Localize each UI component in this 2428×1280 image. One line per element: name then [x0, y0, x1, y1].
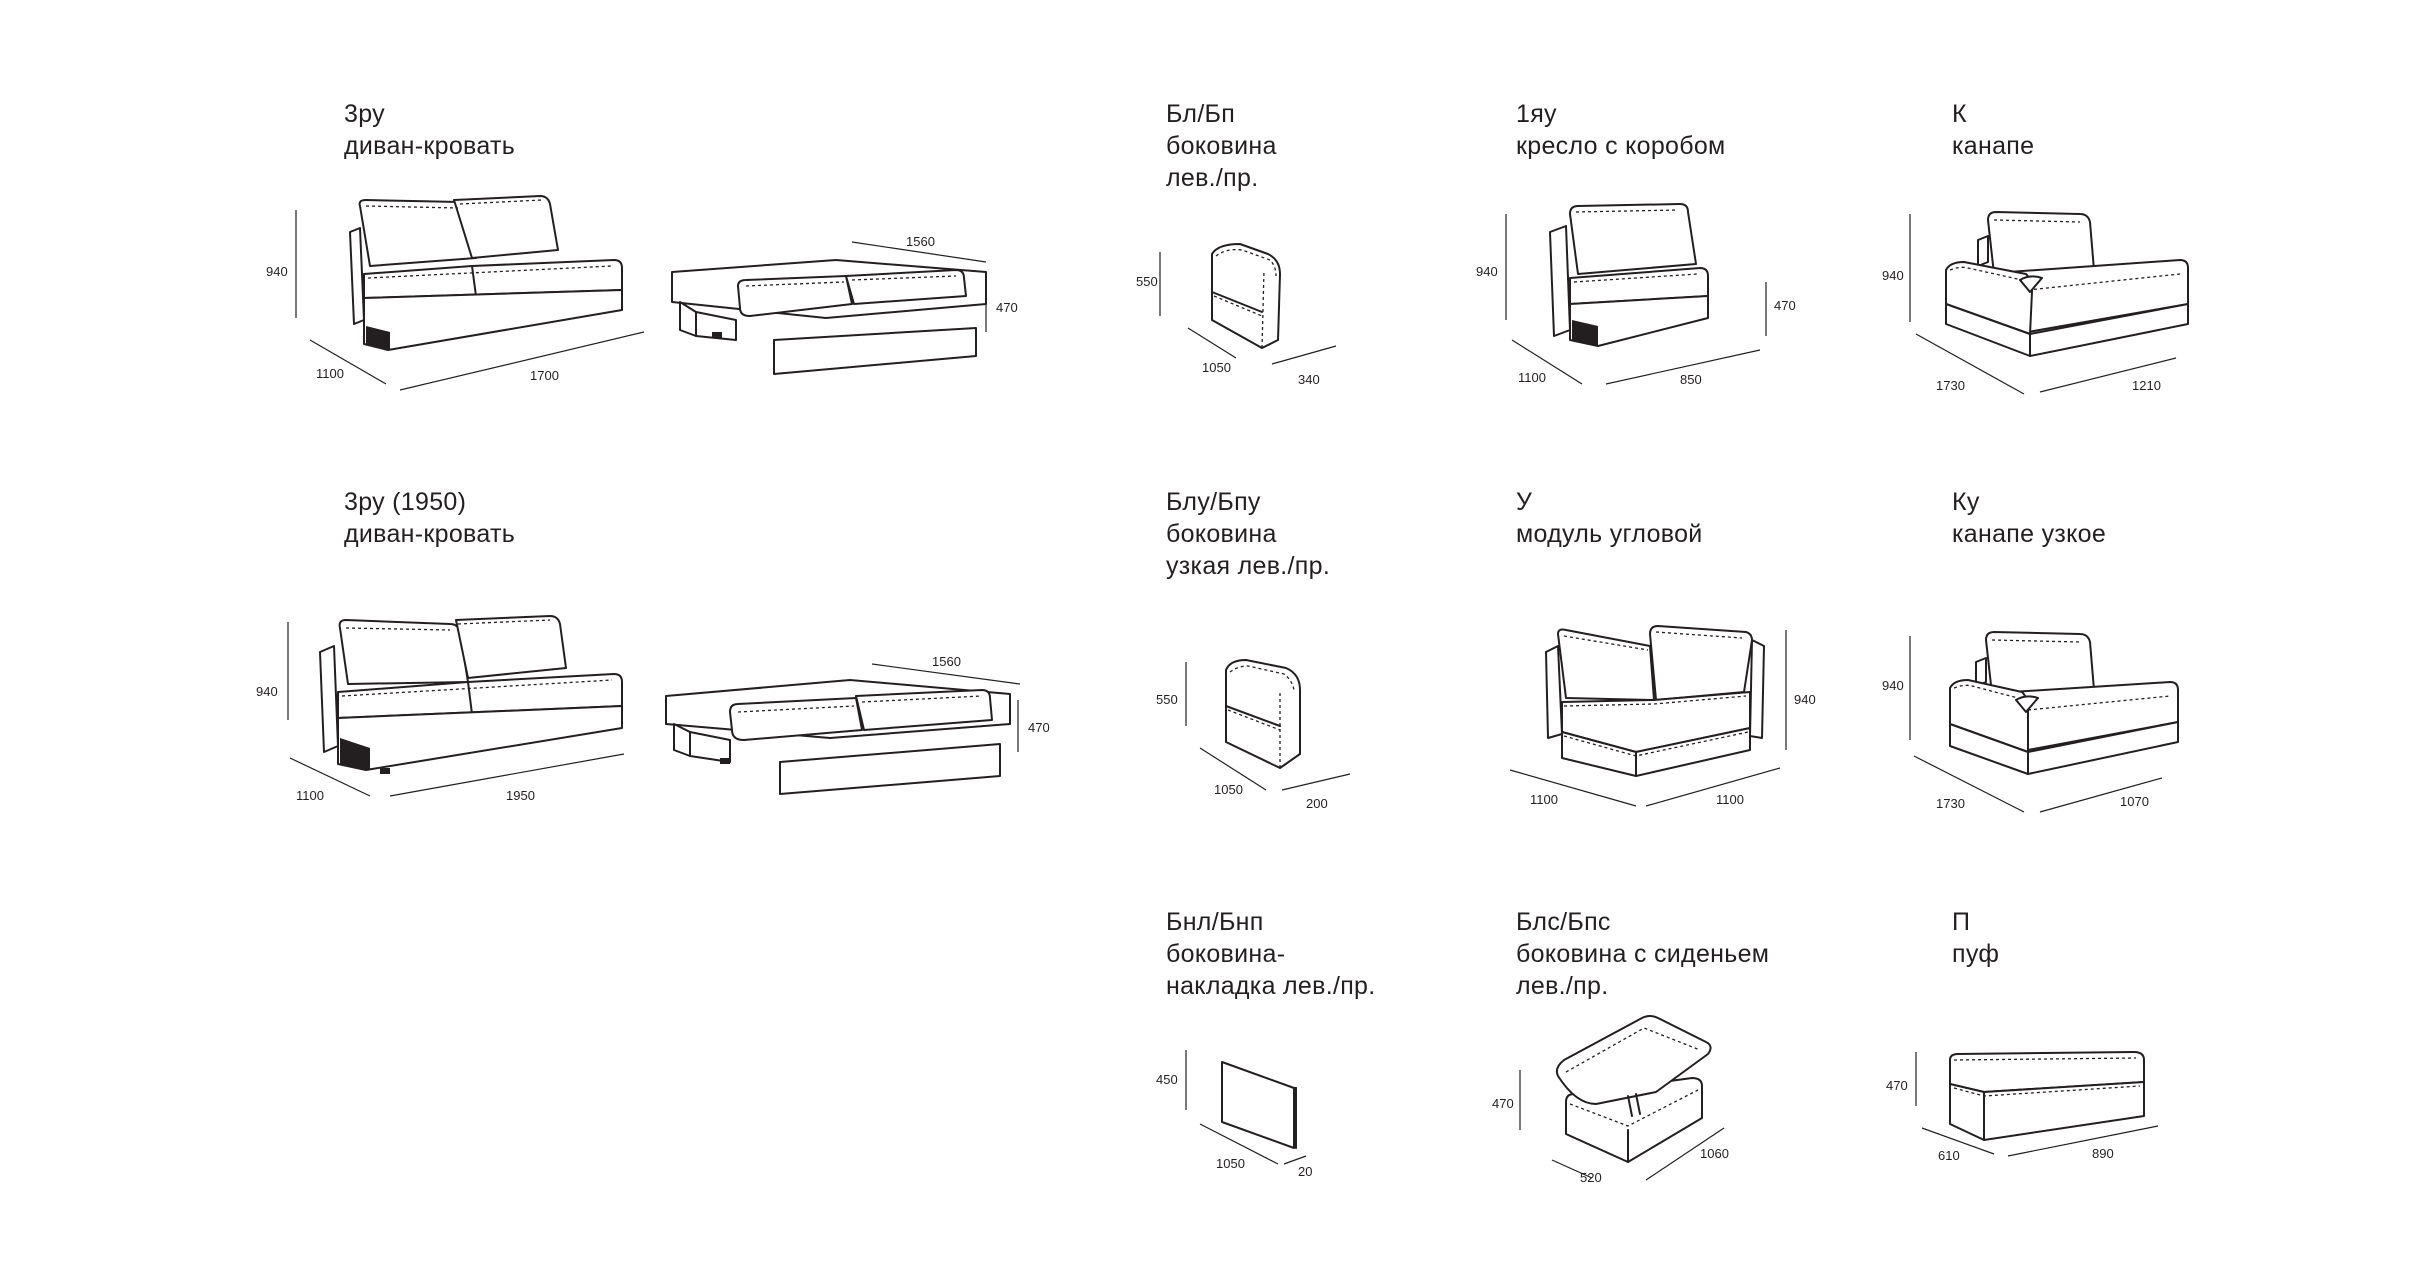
- dimension-open-height: 470: [996, 300, 1018, 315]
- dimension-height: 940: [1882, 268, 1904, 283]
- dimension-height: 940: [266, 264, 288, 279]
- module-code: П: [1952, 908, 1971, 936]
- dimension-width: 1700: [530, 368, 559, 383]
- dimension-depth: 1100: [296, 788, 324, 803]
- module-code: 3ру: [344, 100, 385, 128]
- module-code: У: [1516, 488, 1533, 516]
- module-code: Бл/Бп: [1166, 100, 1236, 128]
- dimension-width: 200: [1306, 796, 1328, 811]
- sofa-3ru-closed-drawing: 940 1100 1700: [266, 195, 645, 391]
- module-title-bls-bps: Блс/Бпс боковина с сиденьем лев./пр.: [1516, 906, 1769, 1002]
- module-description: канапе узкое: [1952, 520, 2107, 548]
- module-description: боковина: [1166, 520, 1277, 548]
- side-seat-bls-bps-drawing: 470 520 1060: [1492, 1015, 1729, 1185]
- dimension-depth: 1100: [316, 366, 344, 381]
- module-description: диван-кровать: [344, 132, 516, 160]
- module-title-p: П пуф: [1952, 906, 1999, 970]
- module-title-bnl-bnp: Бнл/Бнп боковина- накладка лев./пр.: [1166, 906, 1376, 1002]
- canape-narrow-ku-drawing: 940 1730 1070: [1882, 631, 2179, 813]
- dimension-depth: 1050: [1202, 360, 1231, 375]
- side-bl-bp-drawing: 550 1050 340: [1136, 243, 1337, 387]
- module-description: боковина-: [1166, 940, 1286, 968]
- dimension-width: 1100: [1716, 792, 1744, 807]
- dimension-height: 450: [1156, 1072, 1178, 1087]
- dimension-depth: 1730: [1936, 796, 1965, 811]
- module-description: лев./пр.: [1516, 972, 1609, 1000]
- dimension-depth: 610: [1938, 1148, 1960, 1163]
- sofa-3ru-1950-closed-drawing: 940 1100 1950: [256, 615, 625, 803]
- dimension-height: 940: [1476, 264, 1498, 279]
- sofa-3ru-1950-open-drawing: 1560 470: [665, 654, 1050, 795]
- side-panel-bnl-bnp-drawing: 450 1050 20: [1156, 1050, 1312, 1179]
- dimension-open-height: 470: [1028, 720, 1050, 735]
- module-code: Блс/Бпс: [1516, 908, 1611, 936]
- module-title-ku: Ку канапе узкое: [1952, 486, 2106, 550]
- dimension-depth: 1100: [1518, 370, 1546, 385]
- dimension-height: 940: [1882, 678, 1904, 693]
- module-code: Бнл/Бнп: [1166, 908, 1264, 936]
- dimension-width: 890: [2092, 1146, 2114, 1161]
- module-description: модуль угловой: [1516, 520, 1703, 548]
- dimension-depth: 1050: [1214, 782, 1243, 797]
- pouf-p-drawing: 470 610 890: [1886, 1051, 2159, 1163]
- dimension-width: 1950: [506, 788, 535, 803]
- corner-u-drawing: 940 1100 1100: [1509, 625, 1816, 807]
- module-description: диван-кровать: [344, 520, 516, 548]
- module-title-3ru: 3ру диван-кровать: [344, 98, 515, 162]
- module-description: лев./пр.: [1166, 164, 1259, 192]
- dimension-depth: 1050: [1216, 1156, 1245, 1171]
- canape-k-drawing: 940 1730 1210: [1882, 211, 2189, 395]
- module-description: узкая лев./пр.: [1166, 552, 1331, 580]
- dimension-seat-height: 470: [1774, 298, 1796, 313]
- dimension-open-length: 1560: [906, 234, 935, 249]
- module-code: К: [1952, 100, 1967, 128]
- module-description: кресло с коробом: [1516, 132, 1726, 160]
- dimension-height: 470: [1492, 1096, 1514, 1111]
- dimension-width: 1070: [2120, 794, 2149, 809]
- dimension-width: 1060: [1700, 1146, 1729, 1161]
- dimension-height: 550: [1156, 692, 1178, 707]
- module-description: пуф: [1952, 940, 2000, 968]
- module-description: боковина: [1166, 132, 1277, 160]
- module-title-bl-bp: Бл/Бп боковина лев./пр.: [1166, 98, 1277, 194]
- module-description: боковина с сиденьем: [1516, 940, 1770, 968]
- module-description: канапе: [1952, 132, 2035, 160]
- dimension-depth: 520: [1580, 1170, 1602, 1185]
- dimension-height: 470: [1886, 1078, 1908, 1093]
- dimension-width: 850: [1680, 372, 1702, 387]
- dimension-width: 340: [1298, 372, 1320, 387]
- dimension-height: 550: [1136, 274, 1158, 289]
- module-title-blu-bpu: Блу/Бпу боковина узкая лев./пр.: [1166, 486, 1330, 582]
- dimension-width: 20: [1298, 1164, 1312, 1179]
- module-code: 1яу: [1516, 100, 1557, 128]
- module-title-u: У модуль угловой: [1516, 486, 1703, 550]
- dimension-open-length: 1560: [932, 654, 961, 669]
- dimension-height: 940: [1794, 692, 1816, 707]
- chair-1yau-drawing: 940 470 1100 850: [1476, 203, 1796, 387]
- module-title-k: К канапе: [1952, 98, 2034, 162]
- module-code: Блу/Бпу: [1166, 488, 1261, 516]
- module-title-1yau: 1яу кресло с коробом: [1516, 98, 1726, 162]
- module-title-3ru-1950: 3ру (1950) диван-кровать: [344, 486, 515, 550]
- dimension-width: 1210: [2132, 378, 2161, 393]
- sofa-3ru-open-drawing: 1560 470: [671, 234, 1018, 375]
- side-narrow-blu-bpu-drawing: 550 1050 200: [1156, 659, 1351, 811]
- module-description: накладка лев./пр.: [1166, 972, 1376, 1000]
- dimension-height: 940: [256, 684, 278, 699]
- module-code: 3ру (1950): [344, 488, 467, 516]
- dimension-depth: 1730: [1936, 378, 1965, 393]
- module-code: Ку: [1952, 488, 1980, 516]
- dimension-depth: 1100: [1530, 792, 1558, 807]
